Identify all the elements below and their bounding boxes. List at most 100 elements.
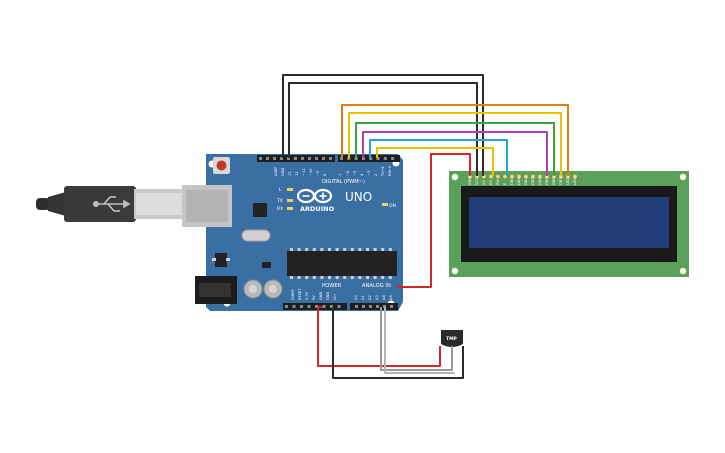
wire-red-5v-lcd[interactable] (397, 153, 471, 288)
header-hole[interactable] (347, 157, 351, 160)
chip-pin (366, 276, 369, 279)
led-rx (287, 207, 293, 210)
led-on-label: ON (389, 203, 396, 209)
wire-purple[interactable] (362, 131, 548, 176)
led-rx-label: RX (277, 206, 283, 212)
chip-pin (358, 248, 362, 251)
header-hole[interactable] (329, 157, 332, 160)
pin-label-5: ~5 (353, 171, 357, 176)
header-hole[interactable] (383, 305, 386, 308)
header-hole[interactable] (390, 305, 393, 308)
led-tx (287, 199, 293, 202)
header-hole[interactable] (369, 305, 372, 308)
wire-orange[interactable] (341, 104, 569, 176)
lcd-pin[interactable] (523, 174, 529, 180)
header-hole[interactable] (280, 157, 283, 160)
header-hole[interactable] (361, 157, 365, 160)
wire-green[interactable] (355, 122, 555, 176)
usb-plug-metal-inner (136, 193, 182, 215)
pin-label-ioref: IOREF (291, 289, 295, 300)
usb-cable-end (36, 198, 50, 210)
analog-header[interactable] (350, 303, 398, 310)
header-hole[interactable] (322, 305, 326, 308)
lcd-pin[interactable] (537, 174, 543, 180)
lcd-pin[interactable] (509, 174, 515, 180)
header-hole[interactable] (391, 157, 395, 160)
usb-icon (93, 196, 131, 212)
usb-b-jack-inner (186, 190, 228, 222)
header-hole[interactable] (315, 157, 318, 160)
header-hole[interactable] (292, 305, 296, 308)
header-hole[interactable] (294, 157, 297, 160)
lcd-pin[interactable] (495, 174, 501, 180)
analog-pin-labels: A0 A1 A2 A3 A4 A5 (354, 295, 393, 300)
reset-button-cap[interactable] (216, 160, 227, 171)
pin-label-3v3: 3.3V (305, 291, 309, 300)
header-hole[interactable] (376, 157, 380, 160)
lcd-mounting-hole (679, 173, 687, 181)
chip-pin (350, 276, 354, 279)
led-l-label: L (279, 187, 282, 193)
wire-cyan[interactable] (369, 139, 508, 176)
header-hole[interactable] (266, 157, 269, 160)
smd-chip (262, 262, 271, 268)
wire-yellow[interactable] (348, 112, 562, 176)
regulator-pin (212, 258, 216, 261)
chip-pin (312, 248, 316, 251)
header-hole[interactable] (259, 157, 262, 160)
arduino-brand-text: ARDUINO (300, 205, 335, 213)
header-hole[interactable] (330, 305, 333, 308)
lcd-pin-header (467, 174, 578, 180)
wire-gnd-lcd-outer[interactable] (282, 74, 484, 176)
chip-pin (373, 276, 377, 279)
sensor-body (441, 330, 463, 347)
lcd-pin[interactable] (572, 174, 578, 180)
lcd-pin-label-db7: DB7 (559, 177, 563, 185)
wire-gnd-lcd-inner[interactable] (288, 82, 478, 176)
header-hole[interactable] (354, 157, 358, 160)
lcd-pin[interactable] (530, 174, 536, 180)
digital-header-right[interactable] (338, 155, 400, 162)
header-hole[interactable] (315, 305, 318, 308)
chip-pin (305, 276, 309, 279)
arduino-model-text: UNO (345, 190, 372, 204)
chip-pin (350, 248, 354, 251)
header-hole[interactable] (273, 157, 276, 160)
tmp36-temperature-sensor[interactable]: TMP (441, 330, 463, 347)
led-l (287, 188, 293, 191)
header-hole[interactable] (285, 305, 288, 308)
lcd-pin-label-rs: RS (489, 180, 493, 185)
header-hole[interactable] (300, 305, 303, 308)
header-hole[interactable] (307, 305, 311, 308)
pin-label-reset: RESET (298, 288, 302, 300)
pin-label-13: 13 (288, 171, 292, 176)
wire-red-5v-sensor[interactable] (317, 306, 441, 367)
capacitor-top (269, 285, 277, 293)
power-pin-labels: IOREF RESET 3.3V 5V GND GND Vin (291, 288, 337, 300)
lcd-pin-label-gnd: GND (468, 177, 472, 185)
header-hole[interactable] (308, 157, 311, 160)
header-hole[interactable] (322, 157, 325, 160)
header-hole[interactable] (337, 305, 341, 308)
pin-label-2: 2 (374, 174, 378, 176)
pin-label-1: TX→1 (381, 166, 385, 177)
pin-label-7: 7 (339, 174, 343, 176)
arduino-uno-board[interactable]: L TX RX ON ARDUINO UNO DIGITAL (PWM~) AR… (182, 154, 403, 311)
lcd-16x2-module[interactable]: GND VCC V0 RS RW E DB0 DB1 DB2 DB3 DB4 D… (449, 171, 689, 277)
digital-pin-labels: AREF GND 13 12 ~11 ~10 ~9 8 7 ~6 ~5 4 ~3… (274, 165, 392, 177)
header-hole[interactable] (340, 157, 343, 160)
header-hole[interactable] (362, 305, 365, 308)
header-hole[interactable] (383, 157, 387, 160)
wire-gnd-sensor[interactable] (332, 307, 464, 379)
wire-analog-sensor[interactable] (380, 307, 453, 371)
header-hole[interactable] (301, 157, 304, 160)
header-hole[interactable] (376, 305, 379, 308)
wire-yellow-rs[interactable] (376, 147, 494, 176)
header-hole[interactable] (287, 157, 290, 160)
header-hole[interactable] (355, 305, 358, 308)
sensor-label: TMP (446, 336, 458, 342)
chip-pin (328, 276, 331, 279)
lcd-pin[interactable] (516, 174, 522, 180)
header-hole[interactable] (369, 157, 373, 160)
wire-analog-sensor-shadow[interactable] (384, 307, 455, 374)
